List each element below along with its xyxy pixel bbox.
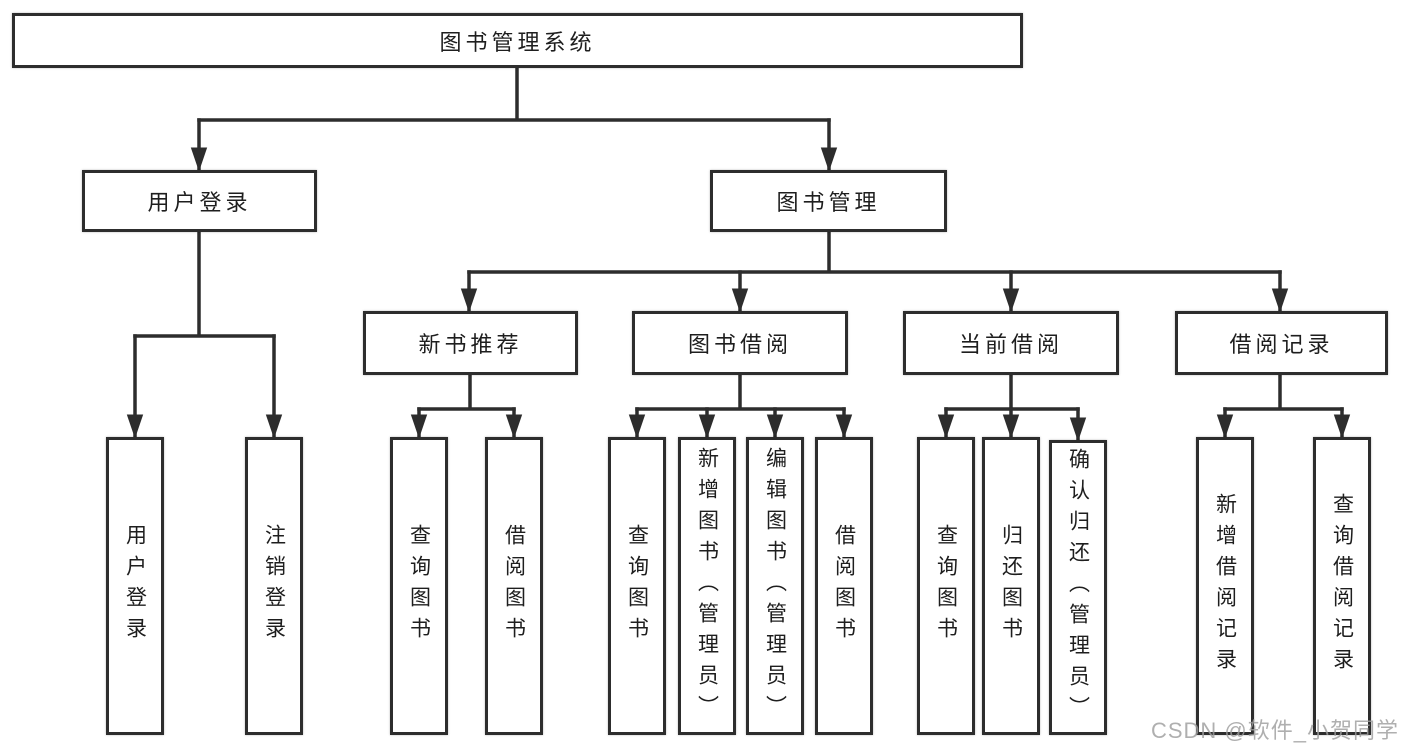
node-current-borrowing: 当前借阅 bbox=[903, 311, 1119, 375]
node-label: 借阅图书 bbox=[502, 524, 526, 648]
node-label: 查询图书 bbox=[625, 524, 649, 648]
node-label: 查询图书 bbox=[934, 524, 958, 648]
node-library-management-system: 图书管理系统 bbox=[12, 13, 1023, 68]
node-label: 借阅图书 bbox=[832, 524, 856, 648]
leaf-borrowing-query-books: 查询图书 bbox=[608, 437, 666, 735]
node-book-borrowing: 图书借阅 bbox=[632, 311, 848, 375]
node-label: 图书管理系统 bbox=[439, 29, 596, 55]
leaf-current-confirm-return-admin: 确认归还（管理员） bbox=[1049, 440, 1107, 735]
leaf-user-login: 用户登录 bbox=[106, 437, 164, 735]
node-user-login-branch: 用户登录 bbox=[82, 170, 317, 232]
leaf-borrowing-borrow-books: 借阅图书 bbox=[815, 437, 873, 735]
node-book-management-branch: 图书管理 bbox=[710, 170, 947, 232]
node-label: 当前借阅 bbox=[958, 332, 1063, 357]
node-label: 注销登录 bbox=[262, 524, 286, 648]
leaf-recommend-query-books: 查询图书 bbox=[390, 437, 448, 735]
leaf-recommend-borrow-books: 借阅图书 bbox=[485, 437, 543, 735]
leaf-borrowing-add-books-admin: 新增图书（管理员） bbox=[678, 437, 736, 735]
leaf-records-add-record: 新增借阅记录 bbox=[1196, 437, 1254, 735]
node-label: 图书借阅 bbox=[687, 332, 792, 357]
node-label: 查询借阅记录 bbox=[1330, 493, 1354, 679]
leaf-records-query-record: 查询借阅记录 bbox=[1313, 437, 1371, 735]
node-label: 归还图书 bbox=[999, 524, 1023, 648]
leaf-current-return-books: 归还图书 bbox=[982, 437, 1040, 735]
node-new-book-recommend: 新书推荐 bbox=[363, 311, 578, 375]
node-label: 编辑图书（管理员） bbox=[763, 446, 787, 726]
node-label: 用户登录 bbox=[147, 190, 252, 215]
node-label: 图书管理 bbox=[776, 190, 881, 215]
node-label: 借阅记录 bbox=[1229, 332, 1334, 357]
node-label: 用户登录 bbox=[123, 524, 147, 648]
leaf-logout: 注销登录 bbox=[245, 437, 303, 735]
node-label: 新增图书（管理员） bbox=[695, 446, 719, 726]
node-label: 查询图书 bbox=[407, 524, 431, 648]
csdn-watermark: CSDN @软件_小贺同学 bbox=[1150, 718, 1399, 743]
leaf-current-query-books: 查询图书 bbox=[917, 437, 975, 735]
node-label: 确认归还（管理员） bbox=[1066, 448, 1090, 727]
node-label: 新书推荐 bbox=[418, 332, 523, 357]
node-borrowing-records: 借阅记录 bbox=[1175, 311, 1388, 375]
leaf-borrowing-edit-books-admin: 编辑图书（管理员） bbox=[746, 437, 804, 735]
node-label: 新增借阅记录 bbox=[1213, 493, 1237, 679]
